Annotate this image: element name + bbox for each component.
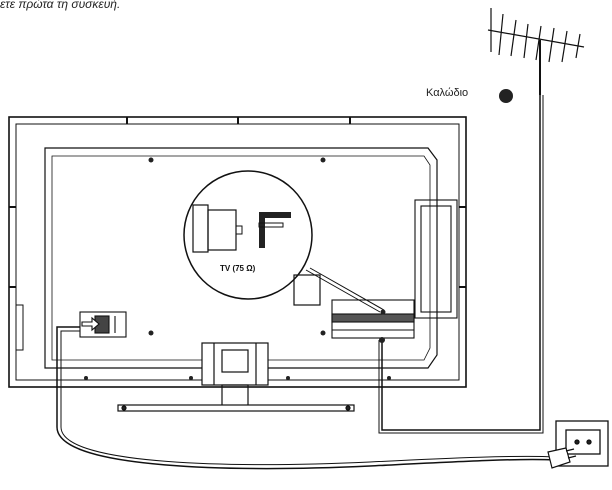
- screw-holes: [84, 157, 391, 380]
- instruction-caption: ετε πρώτα τη συσκευή.: [0, 0, 121, 11]
- antenna-port-label: TV (75 Ω): [220, 264, 256, 273]
- power-cable: [56, 326, 556, 470]
- port-detail-box: [293, 274, 321, 306]
- wall-socket-icon: [555, 420, 609, 467]
- side-connector-panel: [331, 199, 458, 339]
- port-zoom-callout: TV (75 Ω): [183, 170, 313, 300]
- tv-stand: [117, 342, 355, 412]
- power-adapter-icon: [79, 311, 127, 338]
- cable-label: Καλώδιο: [426, 87, 469, 99]
- cable-marker: [499, 89, 513, 103]
- antenna-cable: [381, 95, 541, 431]
- antenna-icon: [487, 8, 585, 95]
- tv-back-panel: [8, 116, 467, 388]
- power-plug-icon: [547, 447, 577, 469]
